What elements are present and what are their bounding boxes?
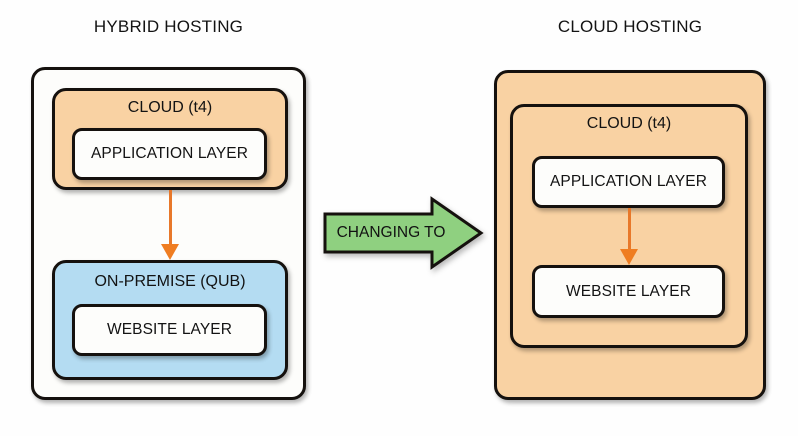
cloud-to-onpremise-arrow <box>161 190 179 260</box>
arrow-head-icon <box>161 244 179 260</box>
left-application-layer-label: APPLICATION LAYER <box>90 145 249 162</box>
right-cloud-box-label: CLOUD (t4) <box>586 115 672 132</box>
changing-to-arrow[interactable]: CHANGING TO <box>322 196 484 270</box>
right-application-layer-label: APPLICATION LAYER <box>549 173 708 190</box>
left-onpremise-box-label: ON-PREMISE (QUB) <box>94 273 246 290</box>
right-website-layer-label: WEBSITE LAYER <box>565 282 692 300</box>
left-cloud-box-label: CLOUD (t4) <box>127 99 213 116</box>
right-website-layer-box[interactable]: WEBSITE LAYER <box>532 265 725 318</box>
arrow-shaft <box>168 190 172 246</box>
right-block-arrow-icon <box>323 196 484 270</box>
application-to-website-arrow <box>620 208 638 265</box>
arrow-shaft <box>627 208 631 251</box>
arrow-head-icon <box>620 249 638 265</box>
right-panel-title: CLOUD HOSTING <box>557 17 703 36</box>
left-panel-title: HYBRID HOSTING <box>93 17 244 36</box>
right-application-layer-box[interactable]: APPLICATION LAYER <box>532 156 725 208</box>
left-application-layer-box[interactable]: APPLICATION LAYER <box>72 128 267 180</box>
left-website-layer-label: WEBSITE LAYER <box>106 321 233 338</box>
left-website-layer-box[interactable]: WEBSITE LAYER <box>72 304 267 356</box>
